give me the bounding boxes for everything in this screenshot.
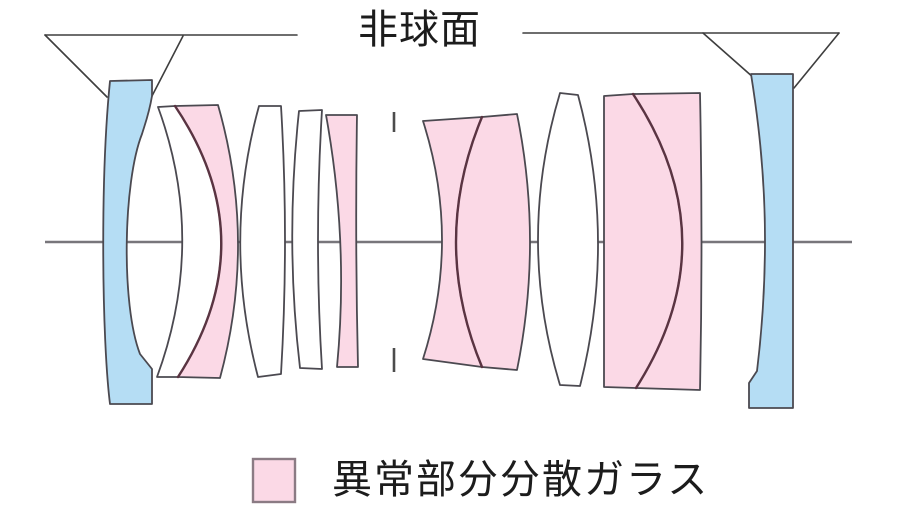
lens-e4-standard	[239, 105, 286, 378]
cement-line-middle-doublet	[454, 115, 484, 369]
lens-e9-standard	[537, 92, 599, 387]
callout-left-diagonal-2	[151, 35, 184, 97]
cement-line-rear-doublet	[631, 92, 684, 390]
aspherical-callout-left	[44, 34, 298, 98]
callout-left-diagonal-1	[44, 34, 108, 98]
lens-e1-aspherical	[102, 79, 153, 405]
legend: 異常部分分散ガラス	[251, 456, 709, 504]
callout-right-diagonal-2	[793, 32, 840, 89]
aspherical-label: 非球面	[358, 8, 481, 52]
legend-swatch-rect	[251, 457, 297, 503]
cement-line-front-doublet	[173, 104, 223, 379]
legend-label: 異常部分分散ガラス	[332, 458, 710, 502]
lens-e12-aspherical	[748, 73, 794, 409]
lens-e6-dispersion	[325, 114, 359, 368]
lens-e5-standard	[291, 109, 323, 370]
legend-swatch	[251, 457, 297, 503]
